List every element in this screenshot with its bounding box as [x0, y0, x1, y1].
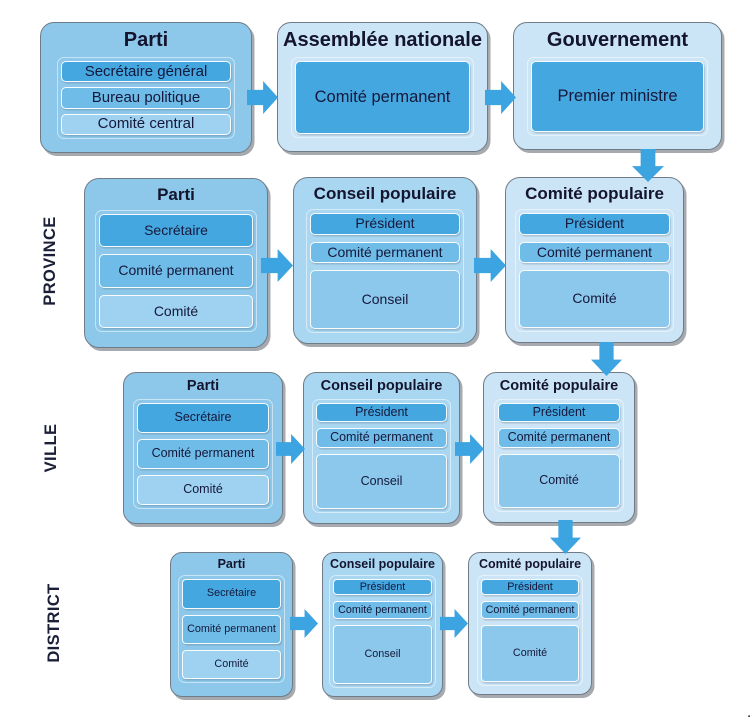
ville-comite-populaire-box: Comité populaire Président Comité perman… — [483, 372, 635, 523]
district-conseil-comite-permanent: Comité permanent — [333, 601, 432, 620]
district-parti-comite: Comité — [182, 649, 281, 679]
ville-parti-secretaire: Secrétaire — [137, 402, 269, 433]
ville-comite-president: Président — [498, 402, 620, 422]
province-comite-items: Président Comité permanent Comité — [515, 208, 674, 332]
district-conseil-populaire-box: Conseil populaire Président Comité perma… — [322, 552, 443, 697]
district-comite-populaire-box: Comité populaire Président Comité perman… — [468, 552, 592, 695]
district-parti-comite-permanent: Comité permanent — [182, 614, 281, 644]
district-conseil-title: Conseil populaire — [330, 557, 435, 571]
central-parti-secretaire-general: Secrétaire général — [61, 61, 231, 83]
level-label-province: PROVINCE — [41, 216, 59, 306]
central-parti-bureau-politique: Bureau politique — [61, 87, 231, 109]
province-conseil-populaire-box: Conseil populaire Président Comité perma… — [293, 177, 477, 344]
assemblee-nationale-items: Comité permanent — [291, 57, 474, 138]
stray-period: . — [747, 704, 752, 721]
arrow-down-icon — [591, 342, 622, 376]
level-label-ville: VILLE — [42, 423, 60, 473]
district-conseil-items: Président Comité permanent Conseil — [329, 575, 436, 688]
arrow-right-icon — [485, 81, 516, 114]
district-comite-comite: Comité — [481, 625, 579, 682]
district-parti-items: Secrétaire Comité permanent Comité — [178, 575, 285, 683]
ville-conseil-populaire-box: Conseil populaire Président Comité perma… — [303, 372, 460, 524]
province-conseil-president: Président — [310, 212, 460, 235]
province-comite-president: Président — [519, 212, 670, 235]
assemblee-nationale-box: Assemblée nationale Comité permanent — [277, 22, 488, 152]
ville-conseil-president: Président — [316, 402, 447, 422]
gouvernement-box: Gouvernement Premier ministre — [513, 22, 722, 150]
ville-parti-items: Secrétaire Comité permanent Comité — [133, 398, 273, 509]
ville-comite-title: Comité populaire — [499, 378, 619, 394]
central-parti-title: Parti — [123, 29, 169, 51]
arrow-right-icon — [290, 609, 318, 638]
ville-comite-comite: Comité — [498, 453, 620, 508]
province-comite-comite-permanent: Comité permanent — [519, 241, 670, 263]
assemblee-comite-permanent: Comité permanent — [295, 61, 470, 134]
arrow-down-icon — [550, 520, 581, 554]
arrow-right-icon — [474, 249, 506, 282]
ville-parti-comite: Comité — [137, 474, 269, 505]
province-parti-items: Secrétaire Comité permanent Comité — [95, 209, 257, 332]
assemblee-nationale-title: Assemblée nationale — [283, 29, 482, 51]
district-parti-box: Parti Secrétaire Comité permanent Comité — [170, 552, 293, 697]
province-parti-box: Parti Secrétaire Comité permanent Comité — [84, 178, 268, 348]
district-parti-title: Parti — [217, 557, 246, 571]
district-parti-secretaire: Secrétaire — [182, 579, 281, 609]
ville-parti-box: Parti Secrétaire Comité permanent Comité — [123, 372, 283, 524]
province-conseil-comite-permanent: Comité permanent — [310, 241, 460, 263]
ville-conseil-items: Président Comité permanent Conseil — [312, 398, 451, 513]
ville-parti-comite-permanent: Comité permanent — [137, 438, 269, 469]
province-comite-comite: Comité — [519, 269, 670, 328]
ville-conseil-comite-permanent: Comité permanent — [316, 427, 447, 448]
district-conseil-president: Président — [333, 579, 432, 596]
province-conseil-conseil: Conseil — [310, 269, 460, 329]
province-parti-comite-permanent: Comité permanent — [99, 254, 253, 288]
gouvernement-premier-ministre: Premier ministre — [531, 61, 704, 132]
district-comite-title: Comité populaire — [478, 557, 582, 571]
gouvernement-title: Gouvernement — [546, 29, 689, 51]
level-label-district: DISTRICT — [45, 583, 63, 663]
district-comite-comite-permanent: Comité permanent — [481, 601, 579, 620]
ville-conseil-title: Conseil populaire — [320, 378, 443, 394]
province-comite-title: Comité populaire — [525, 184, 664, 203]
ville-comite-items: Président Comité permanent Comité — [494, 398, 624, 512]
arrow-right-icon — [440, 609, 468, 638]
province-comite-populaire-box: Comité populaire Président Comité perman… — [505, 177, 684, 343]
province-parti-comite: Comité — [99, 294, 253, 328]
central-parti-comite-central: Comité central — [61, 113, 231, 135]
district-conseil-conseil: Conseil — [333, 625, 432, 684]
province-conseil-title: Conseil populaire — [313, 184, 457, 203]
ville-parti-title: Parti — [186, 378, 220, 394]
gouvernement-items: Premier ministre — [527, 57, 708, 136]
district-comite-items: Président Comité permanent Comité — [477, 575, 583, 686]
province-conseil-items: Président Comité permanent Conseil — [306, 208, 464, 333]
central-parti-box: Parti Secrétaire général Bureau politiqu… — [40, 22, 252, 153]
district-comite-president: Président — [481, 579, 579, 596]
ville-comite-comite-permanent: Comité permanent — [498, 427, 620, 448]
province-parti-title: Parti — [157, 185, 195, 204]
ville-conseil-conseil: Conseil — [316, 453, 447, 509]
central-parti-items: Secrétaire général Bureau politique Comi… — [57, 57, 235, 139]
province-parti-secretaire: Secrétaire — [99, 213, 253, 248]
